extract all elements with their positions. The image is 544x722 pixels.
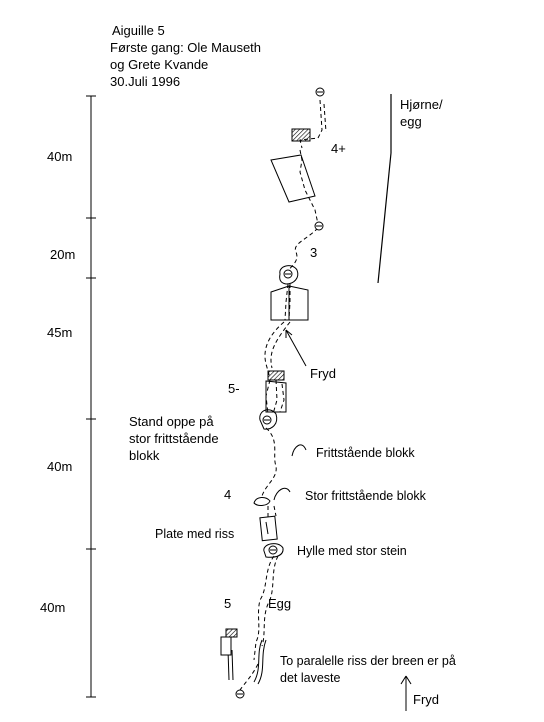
pitch-length-label: 40m (47, 149, 72, 164)
stand-label: stor frittstående (129, 431, 219, 446)
hatched-block-icon (291, 128, 311, 142)
ascent-date: 30.Juli 1996 (110, 74, 180, 89)
edge-label: Egg (268, 596, 291, 611)
slab-shape (270, 154, 316, 203)
boulder-shapes (253, 265, 299, 558)
hatched-block-icon (225, 628, 238, 638)
first-ascent-line-2: og Grete Kvande (110, 57, 208, 72)
big-block-label: Stor frittstående blokk (305, 489, 427, 503)
route-features (220, 128, 316, 656)
belay-station-icon (235, 689, 245, 699)
big-block-arc (273, 487, 291, 501)
boulder-icon (263, 543, 284, 558)
pitch-length-label: 40m (47, 459, 72, 474)
grade-label: 5 (224, 596, 231, 611)
stand-label: Stand oppe på (129, 414, 214, 429)
pitch-length-label: 45m (47, 325, 72, 340)
fryd-label-bottom: Fryd (413, 692, 439, 707)
plate-label: Plate med riss (155, 527, 234, 541)
belay-station-icon (314, 221, 324, 231)
corner-edge-line (377, 94, 392, 284)
ledge-label: Hylle med stor stein (297, 544, 407, 558)
corner-label: Hjørne/ (400, 97, 443, 112)
pitch-length-label: 20m (50, 247, 75, 262)
fryd-arrow-icon (400, 675, 412, 711)
belay-station-icon (315, 87, 325, 97)
belay-station-icon (283, 269, 293, 279)
pitch-length-scale (86, 95, 96, 698)
parallel-cracks (227, 639, 267, 685)
grade-label: 4+ (331, 141, 346, 156)
boulder-icon (279, 265, 299, 285)
grade-label: 3 (310, 245, 317, 260)
grade-label: 5- (228, 381, 240, 396)
belay-station-icon (262, 415, 272, 425)
corner-label: egg (400, 114, 422, 129)
fryd-label: Fryd (310, 366, 336, 381)
stand-label: blokk (129, 448, 160, 463)
fryd-pointer (285, 329, 307, 367)
first-ascent-line: Første gang: Ole Mauseth (110, 40, 261, 55)
boulder-icon (259, 409, 278, 430)
free-block-arc (291, 444, 307, 457)
belay-station-icon (268, 545, 278, 555)
cracks-label: To paralelle riss der breen er på (280, 654, 456, 668)
belay-stations (235, 87, 325, 699)
boulder-icon (253, 497, 271, 506)
plate-shape (259, 515, 278, 542)
cracks-label: det laveste (280, 671, 341, 685)
header: Aiguille 5 Første gang: Ole Mauseth og G… (110, 23, 261, 89)
open-book-shape (270, 285, 290, 321)
hatched-block-icon (267, 370, 285, 381)
route-title: Aiguille 5 (112, 23, 165, 38)
free-block-label: Frittstående blokk (316, 446, 415, 460)
grade-label: 4 (224, 487, 231, 502)
pitch-length-label: 40m (40, 600, 65, 615)
